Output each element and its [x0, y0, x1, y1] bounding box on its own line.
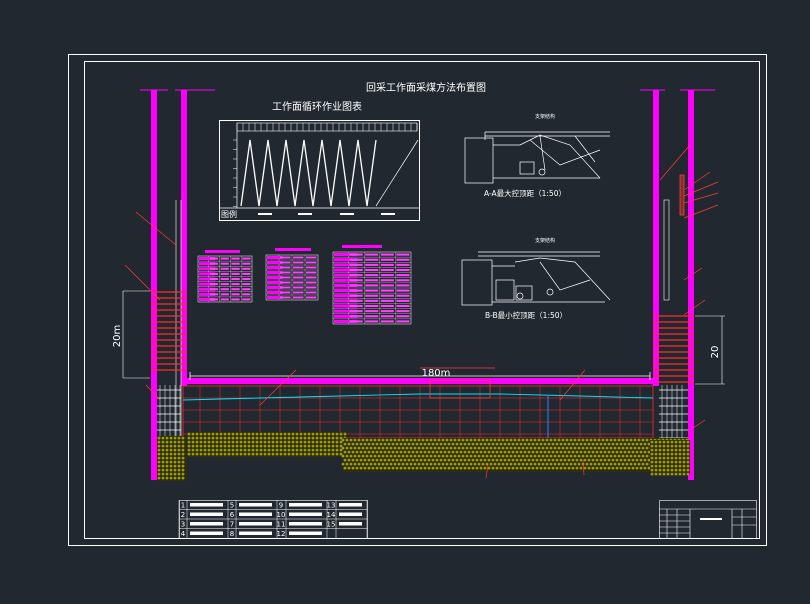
chart-legend-label: 图例: [221, 209, 237, 219]
legend-number: 13: [327, 502, 336, 510]
section-b-caption: B-B最小控顶距（1:50）: [485, 310, 567, 320]
left-dimension-label: 20m: [112, 325, 123, 347]
goaf-zone: [182, 367, 654, 445]
data-tables: [197, 245, 412, 325]
left-roadway: [140, 89, 215, 480]
legend-number: 9: [279, 502, 283, 510]
right-dimension: [695, 315, 725, 385]
drawing-title: 回采工作面采煤方法布置图: [366, 81, 486, 94]
leader-lines: [124, 144, 719, 479]
shearer-cycle-line: [240, 139, 377, 207]
left-dimension: [122, 290, 150, 379]
legend-number: 15: [327, 521, 336, 529]
title-block: [659, 500, 757, 539]
legend-number: 8: [230, 530, 234, 538]
seam-line: [182, 393, 654, 401]
working-face-line: [183, 372, 657, 384]
right-roadway: [640, 89, 715, 480]
legend-number: 6: [230, 511, 235, 519]
face-length-dimension: 180m: [422, 368, 451, 379]
cycle-chart: 图例: [219, 120, 420, 221]
rock-floor: [157, 432, 690, 481]
cycle-chart-title: 工作面循环作业图表: [272, 100, 362, 113]
legend-number: 5: [230, 502, 234, 510]
legend-number: 7: [230, 521, 234, 529]
legend-number: 12: [277, 530, 286, 538]
section-a-a: 支架结构: [464, 113, 610, 184]
legend-number: 2: [181, 511, 185, 519]
legend-number: 14: [327, 511, 336, 519]
right-bolt-zone: [653, 175, 694, 440]
svg-text:支架结构: 支架结构: [535, 113, 555, 120]
legend-number: 3: [181, 521, 185, 529]
legend-number: 4: [181, 530, 186, 538]
outer-frame: [68, 54, 767, 546]
right-dimension-label: 20: [710, 346, 721, 359]
section-b-b: 支架结构: [461, 237, 611, 306]
svg-text:支架结构: 支架结构: [535, 237, 555, 244]
legend-number: 11: [277, 521, 286, 529]
legend-number: 10: [277, 511, 286, 519]
legend-number: 1: [181, 502, 185, 510]
section-a-caption: A-A最大控顶距（1:50）: [484, 188, 566, 198]
